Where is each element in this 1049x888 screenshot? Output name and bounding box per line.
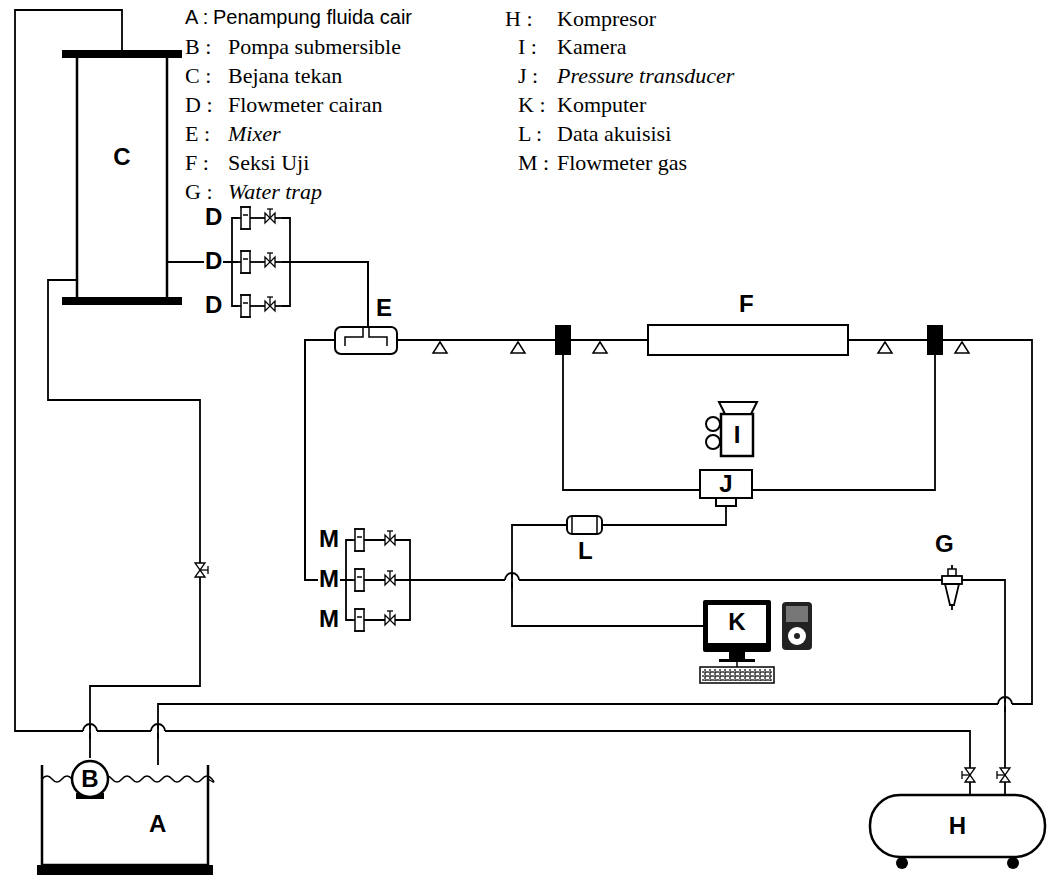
key-description: Mixer [228, 121, 281, 146]
pipe-line [282, 262, 368, 327]
gas-flowmeter-symbol [352, 528, 402, 552]
key-description: Bejana tekan [228, 63, 342, 88]
key-letter: A : [185, 6, 208, 29]
liquid-flowmeter-symbol [238, 294, 282, 318]
key-description: Pompa submersible [228, 34, 401, 59]
part-letter: L [577, 538, 594, 564]
water-trap: G [942, 565, 962, 610]
pipe-line [158, 340, 1032, 765]
part-letter: A [148, 811, 167, 837]
key-description: Data akuisisi [557, 121, 671, 146]
liquid-tank: BA [42, 765, 208, 873]
part-letter: K [727, 609, 746, 635]
key-letter: G : [185, 179, 213, 204]
computer-peripherals [700, 602, 812, 683]
part-letter: E [375, 295, 393, 321]
data-acquisition-symbol [567, 516, 602, 534]
key-description: Kompresor [557, 6, 656, 31]
computer: K [703, 600, 771, 652]
pipe-line [48, 280, 200, 758]
key-description: Seksi Uji [228, 150, 309, 175]
pipe-line [397, 339, 555, 341]
key-letter: K : [518, 92, 546, 117]
liquid-tank-symbol [42, 765, 208, 873]
pipe-line [752, 355, 935, 490]
pipe-line [305, 340, 352, 620]
compressor: H [870, 795, 1045, 857]
pipe-line [962, 580, 1005, 795]
part-letter: M [318, 566, 340, 592]
part-letter: M [318, 606, 340, 632]
key-description: Komputer [557, 92, 646, 117]
pressure-transducer: J [700, 470, 752, 510]
submersible-pump: B [68, 758, 112, 800]
liquid-flowmeter-symbol [238, 250, 282, 274]
key-letter: J : [518, 63, 538, 88]
liquid-flowmeter-symbol [238, 206, 282, 230]
part-letter: B [80, 766, 99, 792]
part-letter: D [204, 248, 223, 274]
pipe-line [282, 218, 368, 327]
part-letter: D [204, 204, 223, 230]
key-description: Pressure transducer [557, 63, 734, 88]
part-letter: H [948, 813, 967, 839]
mixer-symbol [335, 327, 397, 354]
key-letter: I : [518, 34, 537, 59]
part-letter: G [934, 531, 955, 557]
key-letter: H : [505, 6, 533, 31]
water-trap-symbol [942, 565, 962, 610]
key-letter: B : [185, 34, 211, 59]
part-letter: F [738, 291, 755, 317]
pipe-line [512, 525, 703, 626]
part-letter: M [318, 526, 340, 552]
key-description: Water trap [228, 179, 322, 204]
data-acquisition: L [567, 516, 602, 534]
part-letter: I [733, 422, 742, 448]
key-letter: C : [185, 63, 211, 88]
pipe-line [15, 10, 970, 795]
pipe-line [402, 540, 942, 580]
pressure-vessel: C [77, 55, 167, 300]
pipe-line [402, 580, 942, 620]
test-section: F [555, 325, 943, 355]
pipe-line [602, 510, 726, 525]
key-letter: E : [185, 121, 210, 146]
gas-flowmeter: M [352, 568, 402, 592]
part-letter: D [204, 292, 223, 318]
pressure-vessel-symbol [77, 55, 167, 300]
key-letter: F : [185, 150, 209, 175]
key-letter: L : [518, 121, 542, 146]
valves [195, 563, 1010, 782]
pipe-line [282, 262, 368, 327]
key-description: Flowmeter gas [557, 150, 687, 175]
gas-flowmeter-symbol [352, 608, 402, 632]
gas-flowmeter-symbol [352, 568, 402, 592]
key-description: Kamera [557, 34, 627, 59]
key-description: Flowmeter cairan [228, 92, 383, 117]
liquid-flowmeter: D [238, 250, 282, 274]
line-hops [83, 572, 1012, 739]
liquid-flowmeter: D [238, 294, 282, 318]
camera: I [705, 400, 755, 456]
gas-flowmeter: M [352, 608, 402, 632]
key-letter: D : [185, 92, 213, 117]
pipe-line [305, 340, 352, 580]
pipe-line [305, 340, 352, 580]
pipe-line [563, 355, 700, 490]
pipe-line [167, 218, 238, 262]
part-letter: C [112, 144, 131, 170]
test-section-symbol [555, 325, 943, 355]
key-description: Penampung fluida cair [213, 6, 412, 29]
mixer: E [335, 327, 397, 354]
key-letter: M : [518, 150, 549, 175]
gas-flowmeter: M [352, 528, 402, 552]
camera-symbol [705, 400, 755, 456]
part-letter: J [718, 471, 733, 497]
liquid-flowmeter: D [238, 206, 282, 230]
